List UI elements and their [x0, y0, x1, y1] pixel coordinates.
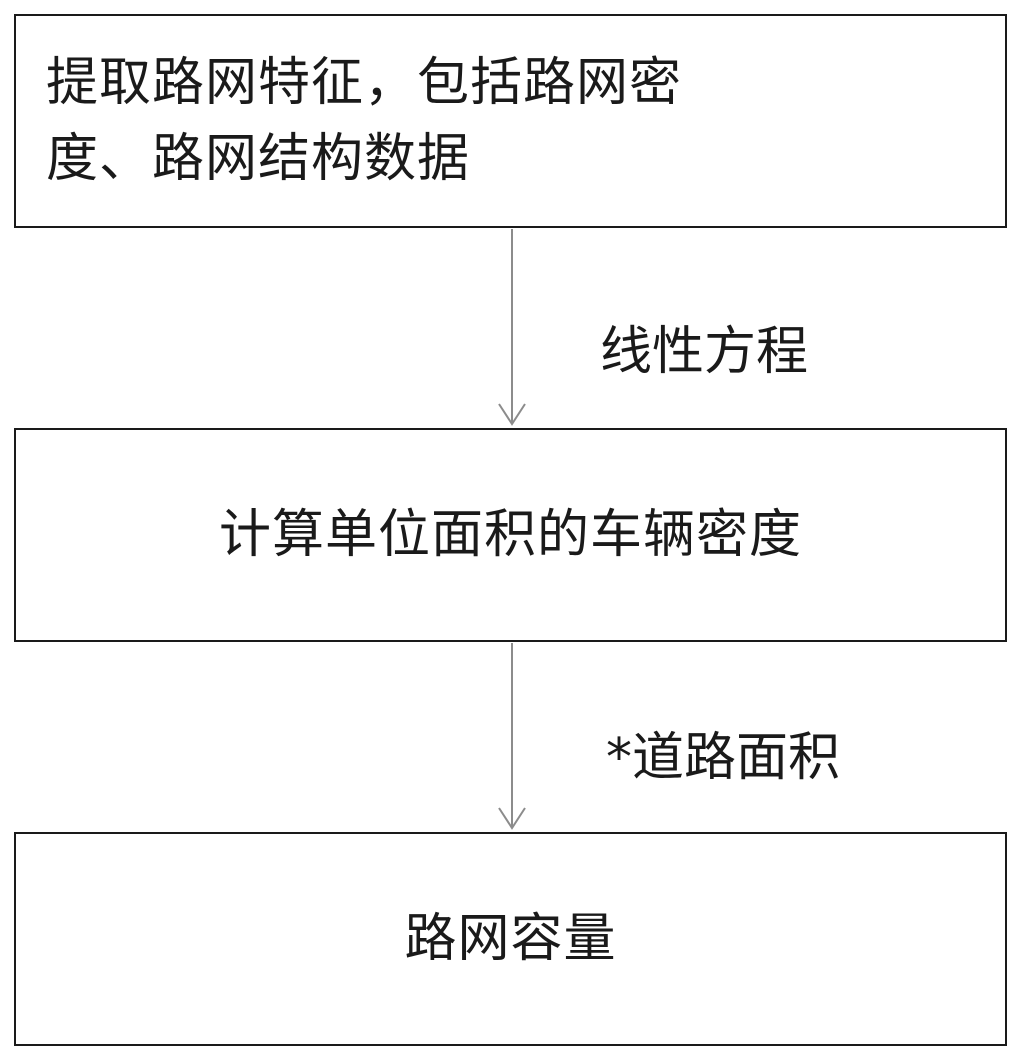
step-box-network-capacity: 路网容量 [14, 832, 1007, 1046]
arrow-2 [498, 643, 526, 830]
step-text: 计算单位面积的车辆密度 [218, 505, 802, 565]
step-box-vehicle-density: 计算单位面积的车辆密度 [14, 428, 1007, 642]
arrow-1 [498, 229, 526, 426]
edge-label-road-area: *道路面积 [606, 728, 841, 788]
step-text: 路网容量 [404, 909, 617, 969]
step-text: 提取路网特征，包括路网密 度、路网结构数据 [46, 53, 683, 189]
edge-label-linear-equation: 线性方程 [600, 322, 809, 382]
step-box-extract-features: 提取路网特征，包括路网密 度、路网结构数据 [14, 14, 1007, 228]
